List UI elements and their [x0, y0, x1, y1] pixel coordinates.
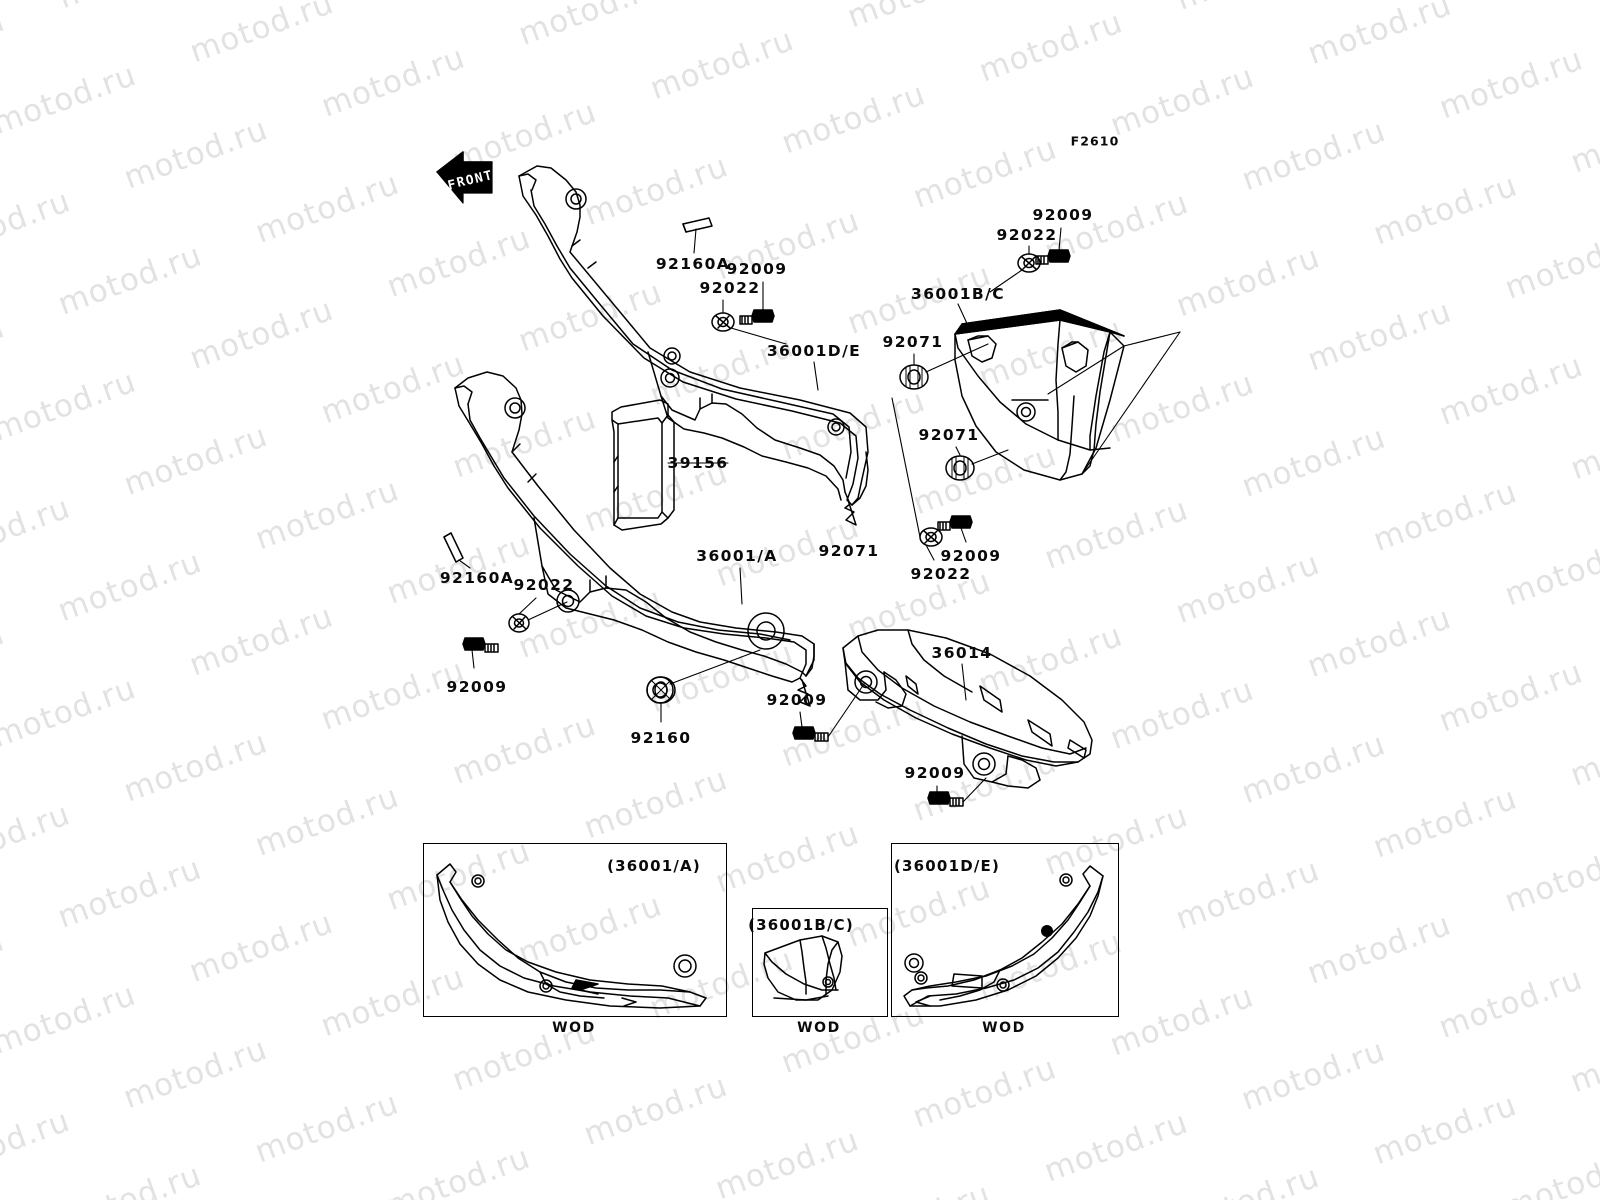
part-number-label[interactable]: 92009	[766, 691, 828, 709]
inset-caption: WOD	[552, 1020, 596, 1036]
part-number-label[interactable]: 36001D/E	[766, 342, 862, 360]
front-arrow-icon: F R O N T	[436, 151, 494, 204]
inset-part-label[interactable]: (36001B/C)	[748, 916, 854, 934]
fastener-92160-grommet	[646, 649, 761, 723]
fastener-92071-grommet-2	[945, 446, 1009, 481]
fastener-92071-grommet-1	[899, 343, 989, 390]
part-number-label[interactable]: 92022	[910, 565, 972, 583]
part-number-label[interactable]: 92071	[818, 542, 880, 560]
fastener-92009-screw-4	[937, 515, 973, 543]
part-39156-pad	[611, 399, 675, 531]
part-number-label[interactable]: 92009	[940, 547, 1002, 565]
svg-text:F: F	[446, 177, 457, 193]
inset-caption: WOD	[982, 1020, 1026, 1036]
part-number-label[interactable]: 92160A	[439, 569, 515, 587]
fastener-92022-washer-3	[891, 397, 943, 561]
part-number-label[interactable]: 92009	[446, 678, 508, 696]
part-number-label[interactable]: 92009	[904, 764, 966, 782]
figure-code: F2610	[1070, 133, 1120, 149]
part-number-label[interactable]: 92071	[882, 333, 944, 351]
fastener-92009-screw-6	[927, 777, 987, 807]
part-number-label[interactable]: 92009	[726, 260, 788, 278]
inset-caption: WOD	[797, 1020, 841, 1036]
inset-frame	[891, 843, 1119, 1017]
inset-part-label[interactable]: (36001D/E)	[893, 857, 1001, 875]
fastener-92022-washer-1	[711, 299, 787, 345]
part-36001a-cover	[454, 371, 815, 707]
svg-text:O: O	[464, 172, 475, 188]
part-number-label[interactable]: 92071	[918, 426, 980, 444]
part-36001de-cover	[518, 165, 869, 526]
fastener-92009-screw-5	[1035, 227, 1071, 265]
inset-artwork-36001bc	[763, 935, 843, 1001]
fastener-92009-screw-1	[739, 281, 775, 325]
part-number-label[interactable]: 36001/A	[696, 547, 778, 565]
part-number-label[interactable]: 92022	[513, 576, 575, 594]
part-number-label[interactable]: 92022	[699, 279, 761, 297]
inset-frame	[423, 843, 727, 1017]
part-number-label[interactable]: 92160A	[655, 255, 731, 273]
svg-text:R: R	[455, 174, 466, 190]
svg-text:N: N	[473, 170, 484, 186]
part-number-label[interactable]: 92160	[630, 729, 692, 747]
fastener-92022-washer-4	[989, 245, 1041, 293]
part-number-label[interactable]: 39156	[667, 454, 729, 472]
fastener-92160a-pin-lower	[443, 532, 471, 569]
fastener-92160a-pin-upper	[682, 217, 713, 254]
inset-part-label[interactable]: (36001/A)	[607, 857, 701, 875]
leader-lines	[667, 303, 971, 701]
inset-frame	[752, 908, 888, 1017]
part-number-label[interactable]: 92022	[996, 226, 1058, 244]
part-36001bc-cover	[954, 309, 1181, 481]
fastener-92009-screw-3	[792, 683, 865, 742]
part-number-label[interactable]: 36014	[931, 644, 993, 662]
fastener-92022-washer-2	[508, 597, 568, 633]
inset-artwork-36001a	[436, 863, 707, 1009]
part-number-label[interactable]: 92009	[1032, 206, 1094, 224]
part-36014-guard	[842, 629, 1093, 789]
part-number-label[interactable]: 36001B/C	[911, 285, 1005, 303]
svg-text:T: T	[482, 168, 493, 184]
fastener-92009-screw-2	[462, 637, 499, 669]
inset-artwork-36001de	[903, 865, 1104, 1007]
